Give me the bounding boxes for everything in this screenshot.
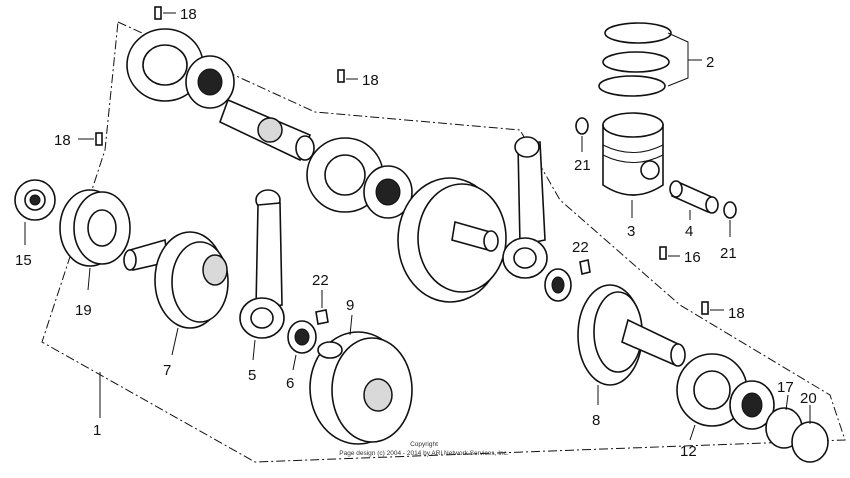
callout-4: 4 (685, 223, 693, 240)
callout-15: 15 (15, 252, 32, 269)
piston-rings (598, 22, 702, 97)
callout-22-left: 22 (312, 272, 329, 289)
crank-pin-left (315, 290, 329, 325)
callout-5: 5 (248, 367, 256, 384)
crank-half-left (123, 231, 229, 356)
timing-shaft (218, 98, 315, 162)
callout-1: 1 (93, 422, 101, 439)
callout-21-right: 21 (720, 245, 737, 262)
callout-2: 2 (706, 54, 714, 71)
callout-22-right: 22 (572, 239, 589, 256)
callout-18-left: 18 (54, 132, 71, 149)
needle-bearing-right (544, 268, 572, 302)
callout-18-center: 18 (362, 72, 379, 89)
crank-pin-right (579, 259, 591, 275)
crank-flywheel-right (397, 177, 507, 303)
copyright-notice: Page design (c) 2004 - 2014 by ARI Netwo… (339, 450, 509, 457)
piston-pin-clip-left (575, 117, 589, 152)
crank-bearing-right (676, 353, 775, 441)
callout-19: 19 (75, 302, 92, 319)
copyright-heading: Copyright (410, 441, 438, 448)
connecting-rod-right (502, 136, 548, 279)
connecting-rod-left (239, 189, 285, 361)
callout-7: 7 (163, 362, 171, 379)
dowel-pin-top (154, 6, 176, 20)
needle-bearing-left (287, 320, 317, 371)
crank-sprocket (14, 179, 56, 245)
callout-21-left: 21 (574, 157, 591, 174)
crank-bearing-center (306, 137, 413, 219)
circlip-20 (791, 405, 829, 463)
dowel-pin-right (701, 301, 724, 315)
callout-6: 6 (286, 375, 294, 392)
dowel-pin-16 (659, 246, 680, 260)
piston-pin (669, 180, 719, 220)
piston (602, 112, 664, 218)
callout-3: 3 (627, 223, 635, 240)
callout-18-top: 18 (180, 6, 197, 23)
dowel-pin-upper-center (337, 69, 358, 83)
callout-20: 20 (800, 390, 817, 407)
crank-bearing-left-top (126, 28, 235, 109)
callout-18-right: 18 (728, 305, 745, 322)
callout-16: 16 (684, 249, 701, 266)
callout-9: 9 (346, 297, 354, 314)
crank-half-right (577, 284, 686, 405)
piston-pin-clip-right (723, 201, 737, 237)
callout-12: 12 (680, 443, 697, 460)
dowel-pin-left (78, 132, 103, 146)
assembly-boundary (41, 21, 846, 463)
callout-17: 17 (777, 379, 794, 396)
crank-bearing-left (59, 189, 131, 291)
callout-8: 8 (592, 412, 600, 429)
crank-flywheel-left (309, 314, 413, 445)
